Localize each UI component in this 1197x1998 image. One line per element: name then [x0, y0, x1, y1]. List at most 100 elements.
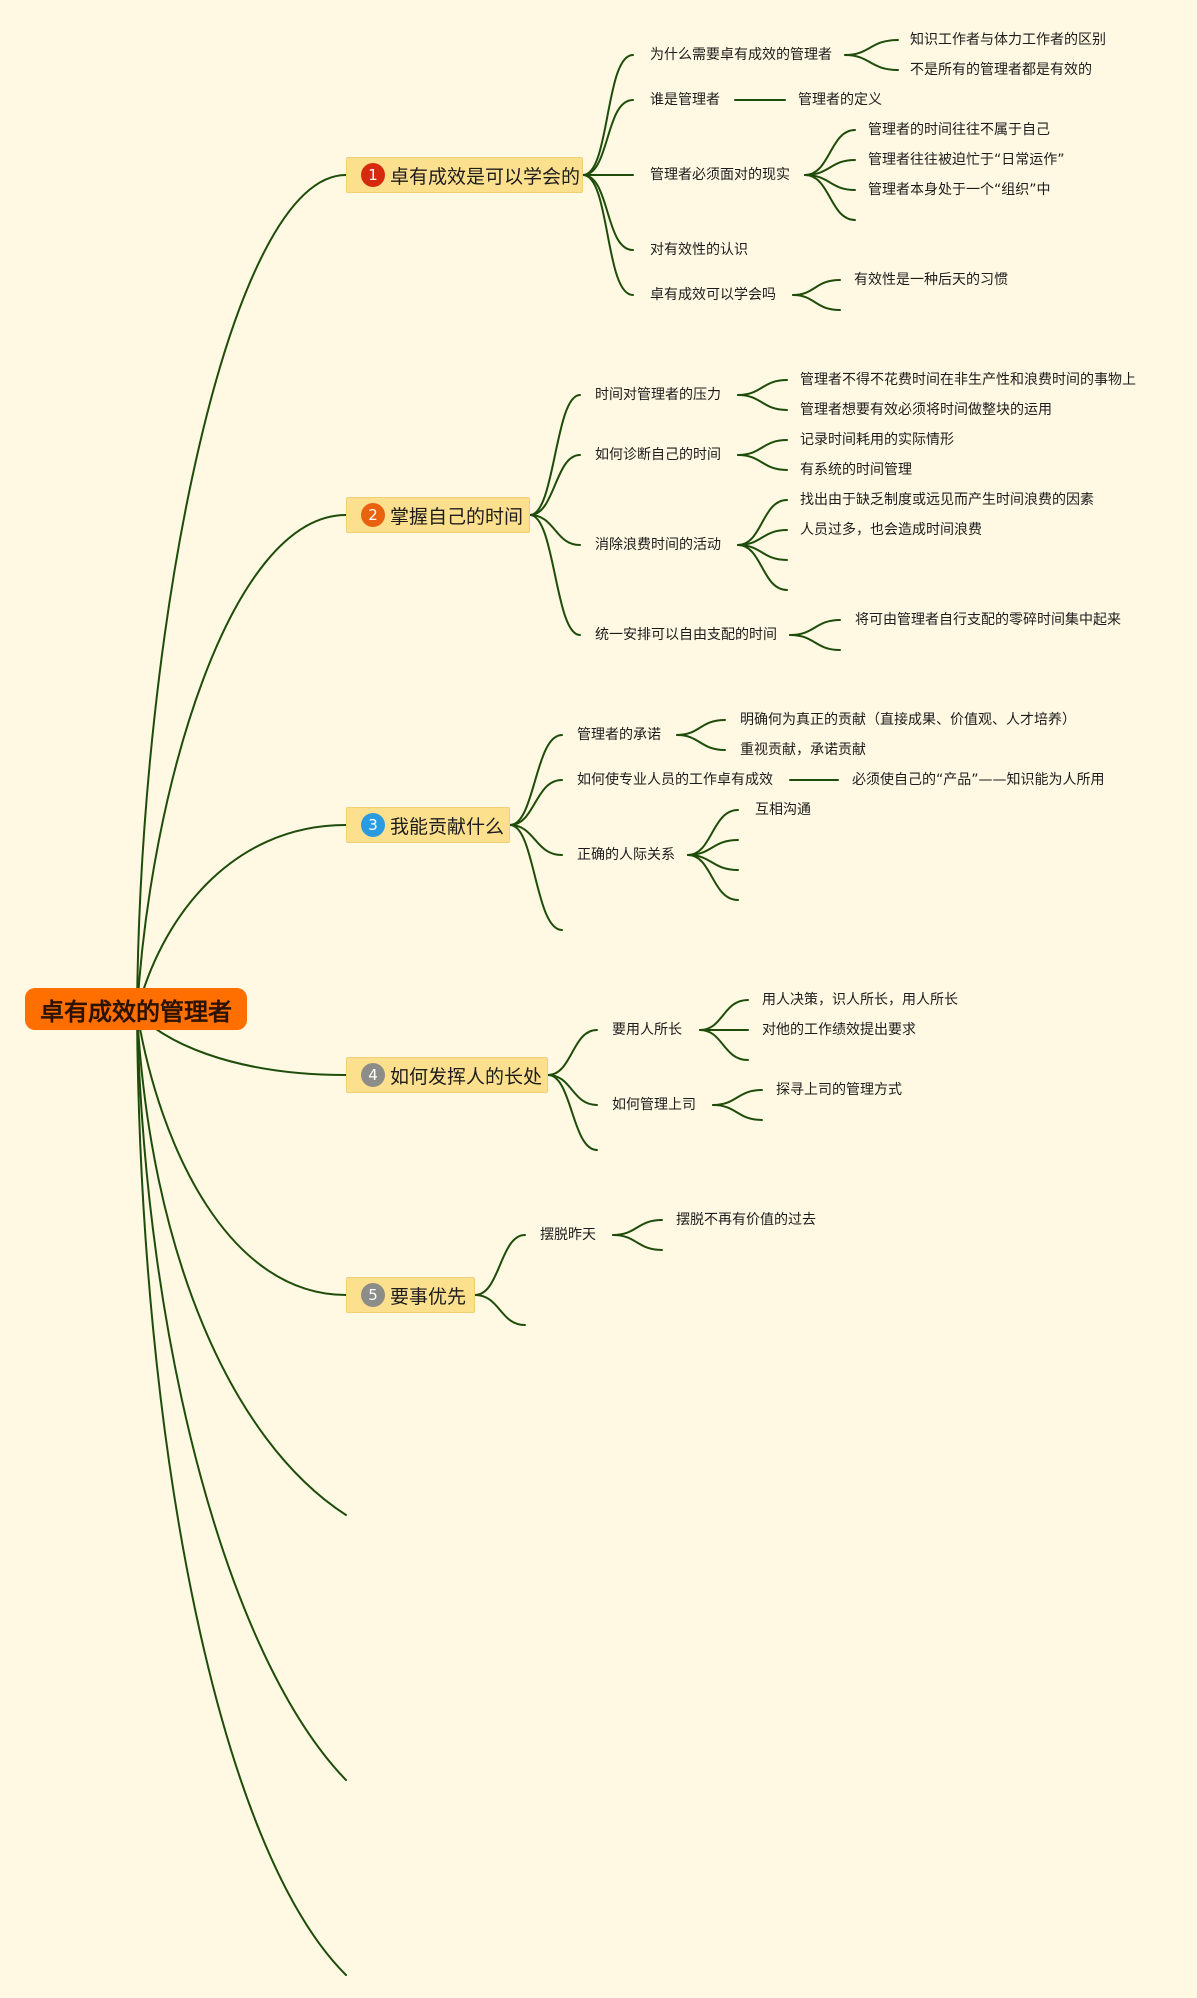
link-root-branch-5 [136, 1011, 347, 1296]
link-b3-t3-empty-3 [687, 854, 739, 901]
link-root-branch-2 [136, 514, 347, 1013]
number-badge-icon: 5 [361, 1283, 385, 1307]
leaf-acquired-habit[interactable]: 有效性是一种后天的习惯 [854, 272, 1008, 288]
leaf-record-time[interactable]: 记录时间耗用的实际情形 [800, 432, 954, 448]
number-badge-icon: 4 [361, 1063, 385, 1087]
link-b1-t1-l2 [844, 54, 899, 71]
link-b5-t1-l1 [612, 1219, 663, 1236]
topic-manager-commitment[interactable]: 管理者的承诺 [577, 727, 661, 743]
leaf-knowledge-usable[interactable]: 必须使自己的“产品”——知识能为人所用 [852, 772, 1105, 788]
link-b4-t1-l1 [699, 999, 749, 1031]
link-root-empty-6 [136, 1011, 347, 1516]
link-b2-t3 [529, 514, 581, 546]
topic-time-pressure[interactable]: 时间对管理者的压力 [595, 387, 721, 403]
leaf-knowledge-vs-manual-workers[interactable]: 知识工作者与体力工作者的区别 [910, 32, 1106, 48]
root-label: 卓有成效的管理者 [40, 997, 232, 1026]
link-b1-t1 [582, 54, 634, 176]
connector-lines [136, 39, 899, 1976]
branch-label: 卓有成效是可以学会的 [390, 165, 581, 188]
link-root-branch-1 [136, 174, 347, 1013]
topic-consolidate-discretionary-time[interactable]: 统一安排可以自由支配的时间 [595, 627, 777, 643]
topic-professional-effectiveness[interactable]: 如何使专业人员的工作卓有成效 [577, 772, 773, 788]
link-b5-t1 [474, 1234, 526, 1296]
link-b1-t1-l1 [844, 39, 899, 56]
leaf-unproductive-time[interactable]: 管理者不得不花费时间在非生产性和浪费时间的事物上 [800, 372, 1136, 388]
link-b2-t1-l2 [737, 394, 788, 411]
branch-label: 如何发挥人的长处 [390, 1065, 543, 1088]
link-b3-t1-l1 [676, 719, 726, 736]
leaf-define-real-contribution[interactable]: 明确何为真正的贡献（直接成果、价值观、人才培养） [740, 712, 1076, 728]
leaf-mutual-communication[interactable]: 互相沟通 [755, 802, 811, 818]
branch-node-4[interactable]: 4 如何发挥人的长处 [346, 1057, 548, 1093]
link-b2-t2 [529, 454, 581, 516]
leaf-overstaffing-waste[interactable]: 人员过多，也会造成时间浪费 [800, 522, 982, 538]
leaf-waste-from-lack-of-system[interactable]: 找出由于缺乏制度或远见而产生时间浪费的因素 [800, 492, 1094, 508]
leaf-performance-requirements[interactable]: 对他的工作绩效提出要求 [762, 1022, 916, 1038]
leaf-time-not-own[interactable]: 管理者的时间往往不属于自己 [868, 122, 1050, 138]
branch-node-3[interactable]: 3 我能贡献什么 [346, 807, 510, 843]
link-b1-t5 [582, 174, 634, 296]
link-b4-t1-empty [699, 1029, 749, 1061]
link-b2-t4-l1 [789, 619, 841, 636]
link-b4-t2 [547, 1074, 598, 1106]
link-b1-t5-empty [792, 294, 841, 311]
link-b4-t2-empty [712, 1104, 763, 1121]
link-b3-t1 [509, 734, 563, 826]
branch-label: 要事优先 [390, 1285, 467, 1308]
leaf-inside-organization[interactable]: 管理者本身处于一个“组织”中 [868, 182, 1051, 198]
topic-manage-boss[interactable]: 如何管理上司 [612, 1097, 696, 1113]
link-root-branch-3 [136, 824, 347, 1013]
leaf-not-all-managers-effective[interactable]: 不是所有的管理者都是有效的 [910, 62, 1092, 78]
link-b2-t4-empty [789, 634, 841, 651]
link-b1-t5-l1 [792, 279, 841, 296]
topic-diagnose-time[interactable]: 如何诊断自己的时间 [595, 447, 721, 463]
link-b3-t2 [509, 779, 563, 826]
topic-who-is-manager[interactable]: 谁是管理者 [650, 92, 720, 108]
link-b2-t2-l2 [737, 454, 788, 471]
link-root-empty-7 [136, 1011, 347, 1781]
topic-understanding-effectiveness[interactable]: 对有效性的认识 [650, 242, 748, 258]
number-badge-icon: 2 [361, 503, 385, 527]
leaf-systematic-time-management[interactable]: 有系统的时间管理 [800, 462, 912, 478]
topic-can-effectiveness-be-learned[interactable]: 卓有成效可以学会吗 [650, 287, 776, 303]
branch-label: 掌握自己的时间 [390, 505, 524, 528]
leaf-busy-daily-operations[interactable]: 管理者往往被迫忙于“日常运作” [868, 152, 1065, 168]
topic-why-effective-managers[interactable]: 为什么需要卓有成效的管理者 [650, 47, 832, 63]
link-b2-t4 [529, 514, 581, 636]
link-b3-t-empty [509, 824, 563, 931]
link-b5-t1-empty [612, 1234, 663, 1251]
leaf-consolidate-fragmented-time[interactable]: 将可由管理者自行支配的零碎时间集中起来 [855, 612, 1121, 628]
number-badge-icon: 1 [361, 163, 385, 187]
link-b3-t1-l2 [676, 734, 726, 751]
number-badge-icon: 3 [361, 813, 385, 837]
topic-shed-yesterday[interactable]: 摆脱昨天 [540, 1227, 596, 1243]
topic-realities-to-face[interactable]: 管理者必须面对的现实 [650, 167, 790, 183]
leaf-shed-unproductive-past[interactable]: 摆脱不再有价值的过去 [676, 1212, 816, 1228]
link-b3-t3-l1 [687, 809, 739, 856]
topic-eliminate-time-waste[interactable]: 消除浪费时间的活动 [595, 537, 721, 553]
link-b4-t-empty [547, 1074, 598, 1151]
leaf-boss-management-style[interactable]: 探寻上司的管理方式 [776, 1082, 902, 1098]
branch-node-2[interactable]: 2 掌握自己的时间 [346, 497, 530, 533]
topic-use-strengths[interactable]: 要用人所长 [612, 1022, 682, 1038]
link-root-empty-8 [136, 1011, 347, 1976]
branch-label: 我能贡献什么 [390, 815, 505, 838]
link-b3-t3 [509, 824, 563, 856]
branch-node-1[interactable]: 1 卓有成效是可以学会的 [346, 157, 583, 193]
link-b5-t-empty [474, 1294, 526, 1326]
link-b4-t1 [547, 1029, 598, 1076]
leaf-staffing-decisions[interactable]: 用人决策，识人所长，用人所长 [762, 992, 958, 1008]
branch-node-5[interactable]: 5 要事优先 [346, 1277, 475, 1313]
leaf-value-contribution[interactable]: 重视贡献，承诺贡献 [740, 742, 866, 758]
link-b2-t2-l1 [737, 439, 788, 456]
topic-right-relationships[interactable]: 正确的人际关系 [577, 847, 675, 863]
root-node[interactable]: 卓有成效的管理者 [25, 988, 247, 1030]
leaf-time-in-blocks[interactable]: 管理者想要有效必须将时间做整块的运用 [800, 402, 1052, 418]
link-b2-t1-l1 [737, 379, 788, 396]
link-b2-t1 [529, 394, 581, 516]
leaf-manager-definition[interactable]: 管理者的定义 [798, 92, 882, 108]
link-b1-t2 [582, 99, 634, 176]
link-b4-t2-l1 [712, 1089, 763, 1106]
link-b2-t3-empty-2 [737, 544, 788, 591]
